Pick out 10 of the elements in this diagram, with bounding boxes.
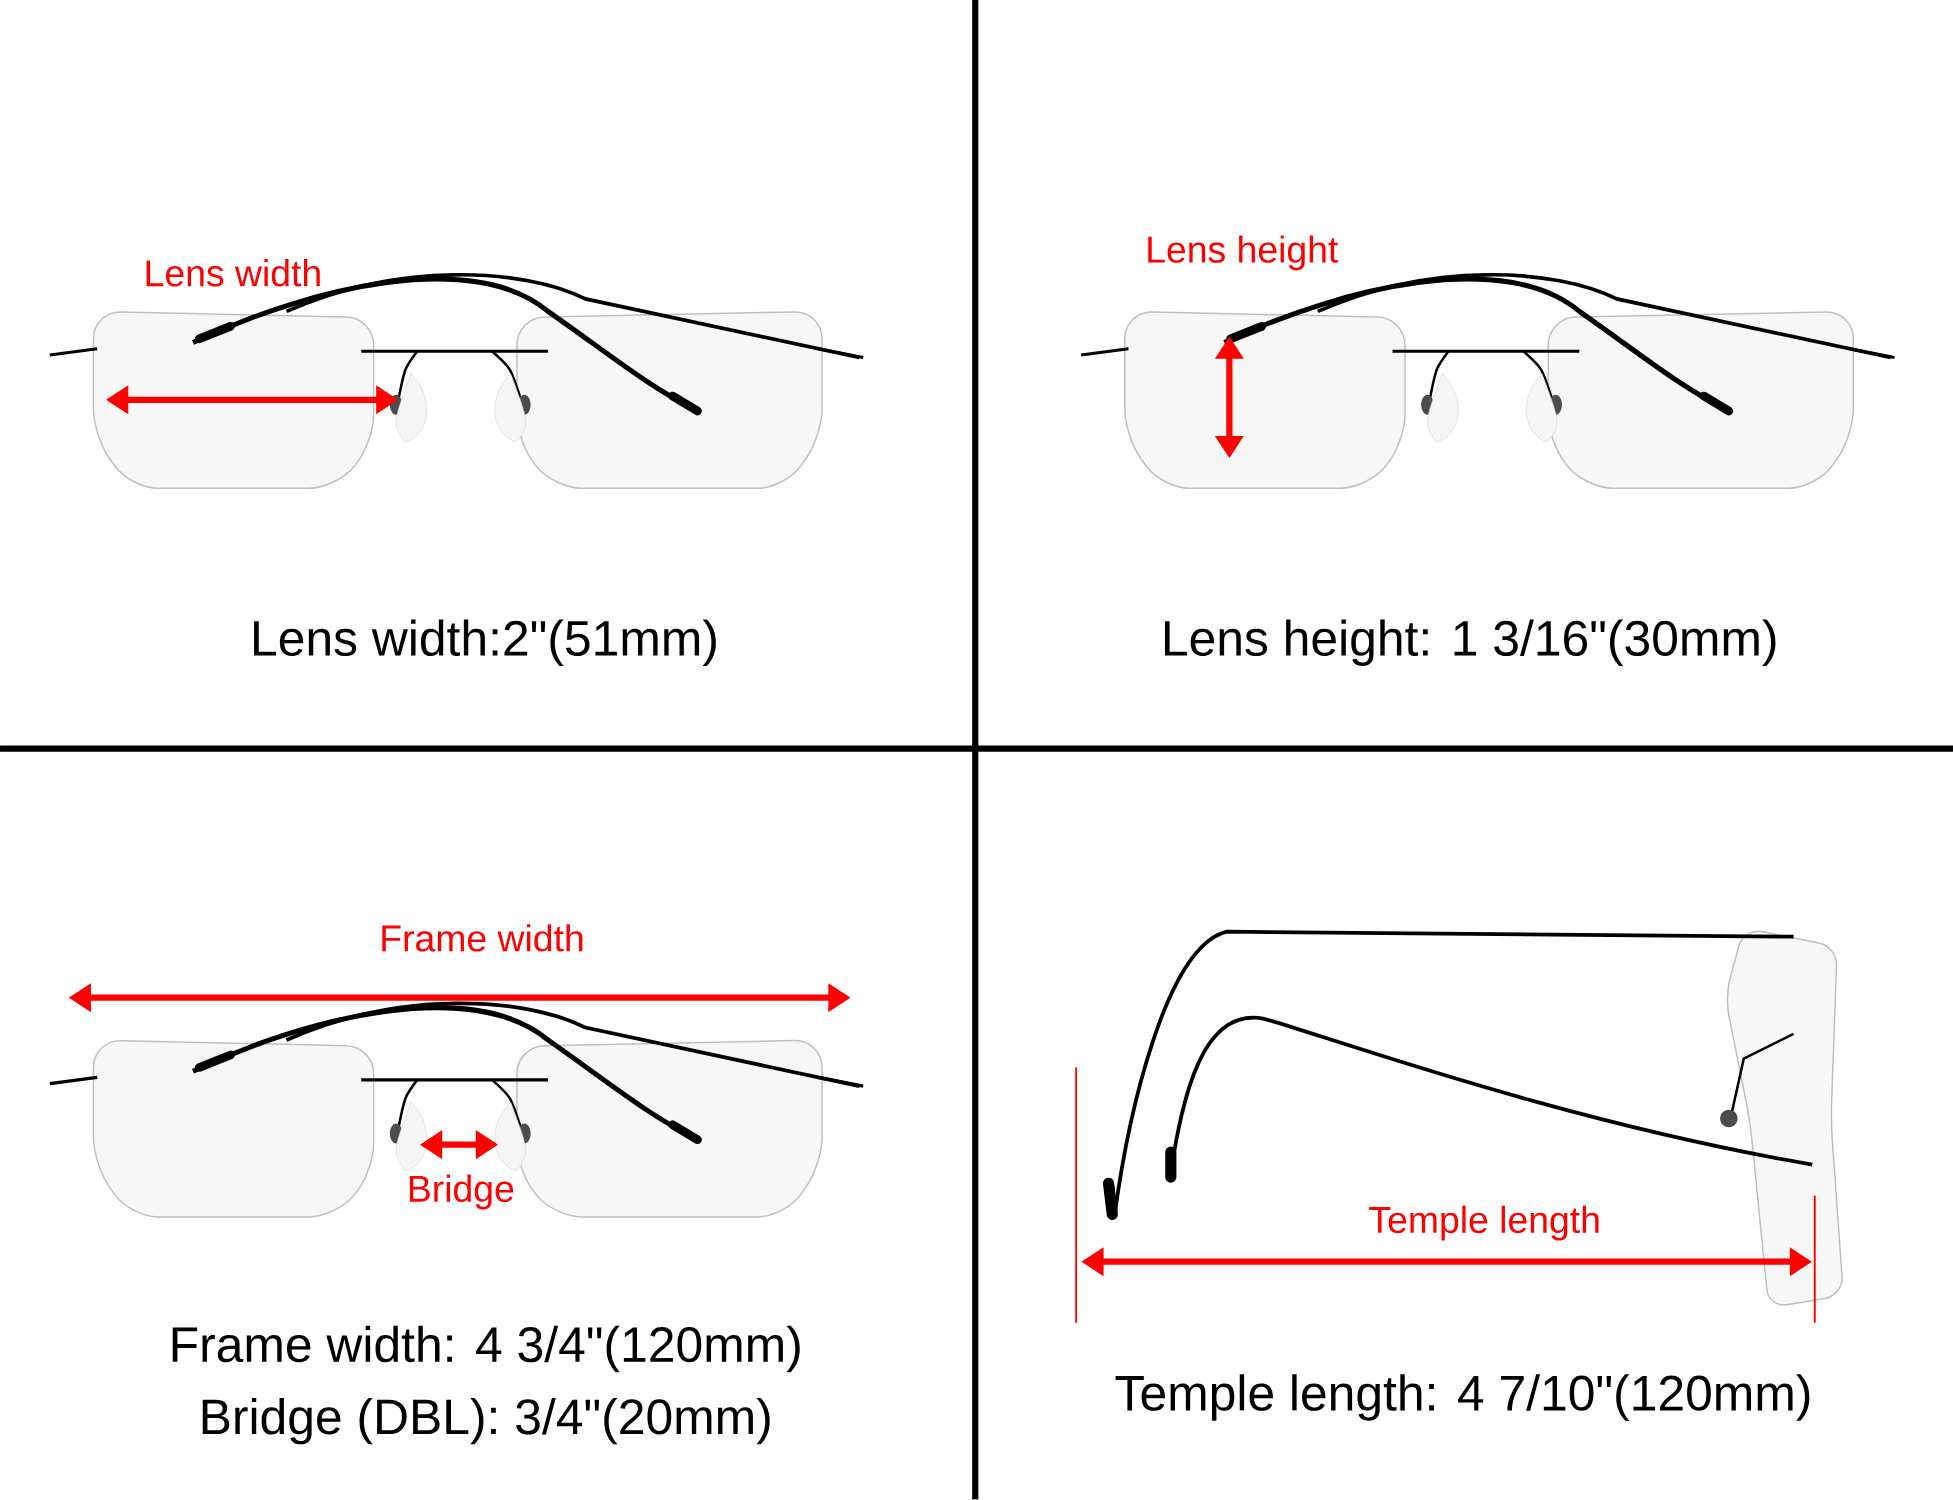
dimension-label: Lens height <box>1148 235 1339 271</box>
dimension-label: Lens width <box>146 259 320 287</box>
measurement-text: Temple length: 4 7/10"(120mm) <box>1115 1374 1810 1421</box>
dimension-label: Frame width <box>382 924 583 952</box>
dimension-label: Bridge <box>409 1174 514 1210</box>
measurement-text: Bridge (DBL): 3/4"(20mm) <box>202 1398 770 1445</box>
measurement-text: Lens width:2"(51mm) <box>254 619 716 667</box>
measurement-text: Frame width: 4 3/4"(120mm) <box>172 1325 800 1373</box>
dimension-label: Temple length <box>1369 1205 1599 1241</box>
measurement-text: Lens height: 1 3/16"(30mm) <box>1164 619 1776 667</box>
